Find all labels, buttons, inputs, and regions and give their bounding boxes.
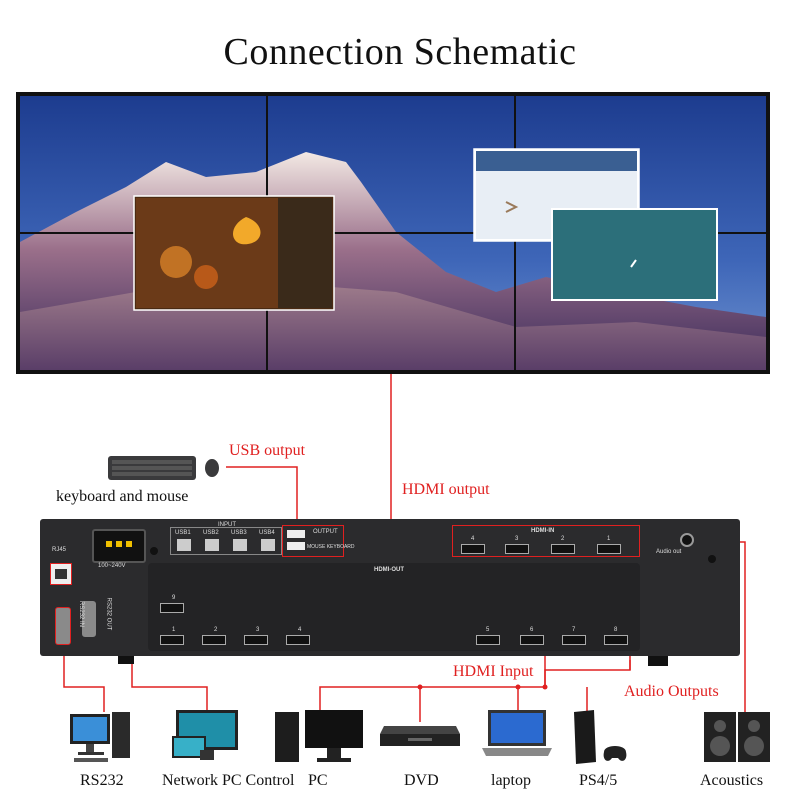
hdmi-in-port[interactable] xyxy=(505,544,529,554)
monitor-laptop-icon xyxy=(172,710,238,760)
pc-tower-icon xyxy=(275,710,363,762)
hdmi-out-port-label: 9 xyxy=(172,595,176,601)
usb-out-port-2[interactable] xyxy=(287,542,305,550)
hdmi-in-port[interactable] xyxy=(551,544,575,554)
hdmi-out-port-label: 3 xyxy=(256,627,260,633)
hdmi-in-port-label: 4 xyxy=(471,536,475,542)
hdmi-out-port-label: 8 xyxy=(614,627,618,633)
hdmi-in-port[interactable] xyxy=(597,544,621,554)
usb3-label: USB3 xyxy=(231,530,247,536)
hdmi-in-title: HDMI-IN xyxy=(531,528,555,534)
source-label-pc: PC xyxy=(308,772,328,789)
usb-output-label: USB output xyxy=(229,442,306,459)
keyboard-mouse-icon xyxy=(108,456,219,480)
matrix-switcher-device: 100~240V RJ45 RS232 IN RS232 OUT INPUT U… xyxy=(40,519,740,656)
desktop-computer-icon xyxy=(70,712,130,762)
video-wall xyxy=(16,92,770,374)
rs232-out-label: RS232 OUT xyxy=(105,597,112,631)
hdmi-out-panel: HDMI-OUT 9 1 2 3 4 5 6 7 8 xyxy=(148,563,640,651)
output-group-label: OUTPUT xyxy=(313,529,338,535)
hdmi-out-port[interactable] xyxy=(202,635,226,645)
source-label-laptop: laptop xyxy=(491,772,531,789)
rs232-in-port[interactable] xyxy=(55,607,71,645)
hdmi-out-port-label: 4 xyxy=(298,627,302,633)
game-console-icon xyxy=(574,710,627,764)
hdmi-out-title: HDMI-OUT xyxy=(374,567,404,573)
usb2-label: USB2 xyxy=(203,530,219,536)
usb-out-port-1[interactable] xyxy=(287,530,305,538)
hdmi-out-port[interactable] xyxy=(562,635,586,645)
hdmi-input-label: HDMI Input xyxy=(453,663,534,680)
keyboard-mouse-label: keyboard and mouse xyxy=(56,488,189,505)
hdmi-out-port[interactable] xyxy=(604,635,628,645)
rs232-out-port[interactable] xyxy=(82,601,96,637)
audio-out-label: Audio out xyxy=(656,549,682,555)
hdmi-in-group: HDMI-IN 4 3 2 1 xyxy=(452,525,640,557)
usb4-label: USB4 xyxy=(259,530,275,536)
dvd-player-icon xyxy=(380,726,460,746)
usb-input-group: USB1 USB2 USB3 USB4 xyxy=(170,527,282,555)
usb-output-group: OUTPUT MOUSE KEYBOARD xyxy=(282,525,355,557)
hdmi-in-port-label: 1 xyxy=(607,536,611,542)
hdmi-in-port-label: 3 xyxy=(515,536,519,542)
hdmi-out-port-label: 6 xyxy=(530,627,534,633)
hdmi-out-port-label: 2 xyxy=(214,627,218,633)
rs232-in-label: RS232 IN xyxy=(78,600,85,628)
hdmi-out-port-label: 5 xyxy=(486,627,490,633)
power-socket xyxy=(92,529,146,563)
overlay-window-leaf xyxy=(133,195,335,311)
rj45-port[interactable] xyxy=(50,563,72,585)
audio-out-jack[interactable] xyxy=(680,533,694,547)
source-label-dvd: DVD xyxy=(404,772,439,789)
hdmi-output-label: HDMI output xyxy=(402,481,490,498)
speaker-icon xyxy=(704,712,770,762)
hdmi-out-port[interactable] xyxy=(244,635,268,645)
source-label-rs232: RS232 xyxy=(80,772,124,789)
hdmi-out-port[interactable] xyxy=(476,635,500,645)
page-title: Connection Schematic xyxy=(223,31,577,73)
laptop-icon xyxy=(482,710,552,756)
hdmi-in-port[interactable] xyxy=(461,544,485,554)
usb1-port[interactable] xyxy=(177,539,191,551)
usb4-port[interactable] xyxy=(261,539,275,551)
usb3-port[interactable] xyxy=(233,539,247,551)
power-label: 100~240V xyxy=(98,563,126,569)
hdmi-out-port[interactable] xyxy=(520,635,544,645)
source-label-network-pc-control: Network PC Control xyxy=(162,772,295,789)
hdmi-out-port[interactable] xyxy=(160,635,184,645)
input-group-label: INPUT xyxy=(218,522,236,528)
hdmi-in-port-label: 2 xyxy=(561,536,565,542)
hdmi-out-port[interactable] xyxy=(286,635,310,645)
rj45-label: RJ45 xyxy=(52,547,67,553)
audio-outputs-label: Audio Outputs xyxy=(624,683,719,700)
hdmi-out-port[interactable] xyxy=(160,603,184,613)
hdmi-out-port-label: 1 xyxy=(172,627,176,633)
source-label-acoustics: Acoustics xyxy=(700,772,764,789)
mouse-keyboard-label: MOUSE KEYBOARD xyxy=(307,544,355,550)
usb2-port[interactable] xyxy=(205,539,219,551)
usb1-label: USB1 xyxy=(175,530,191,536)
source-label-ps4-5: PS4/5 xyxy=(579,772,618,789)
overlay-window-sea xyxy=(551,208,718,301)
hdmi-out-port-label: 7 xyxy=(572,627,576,633)
